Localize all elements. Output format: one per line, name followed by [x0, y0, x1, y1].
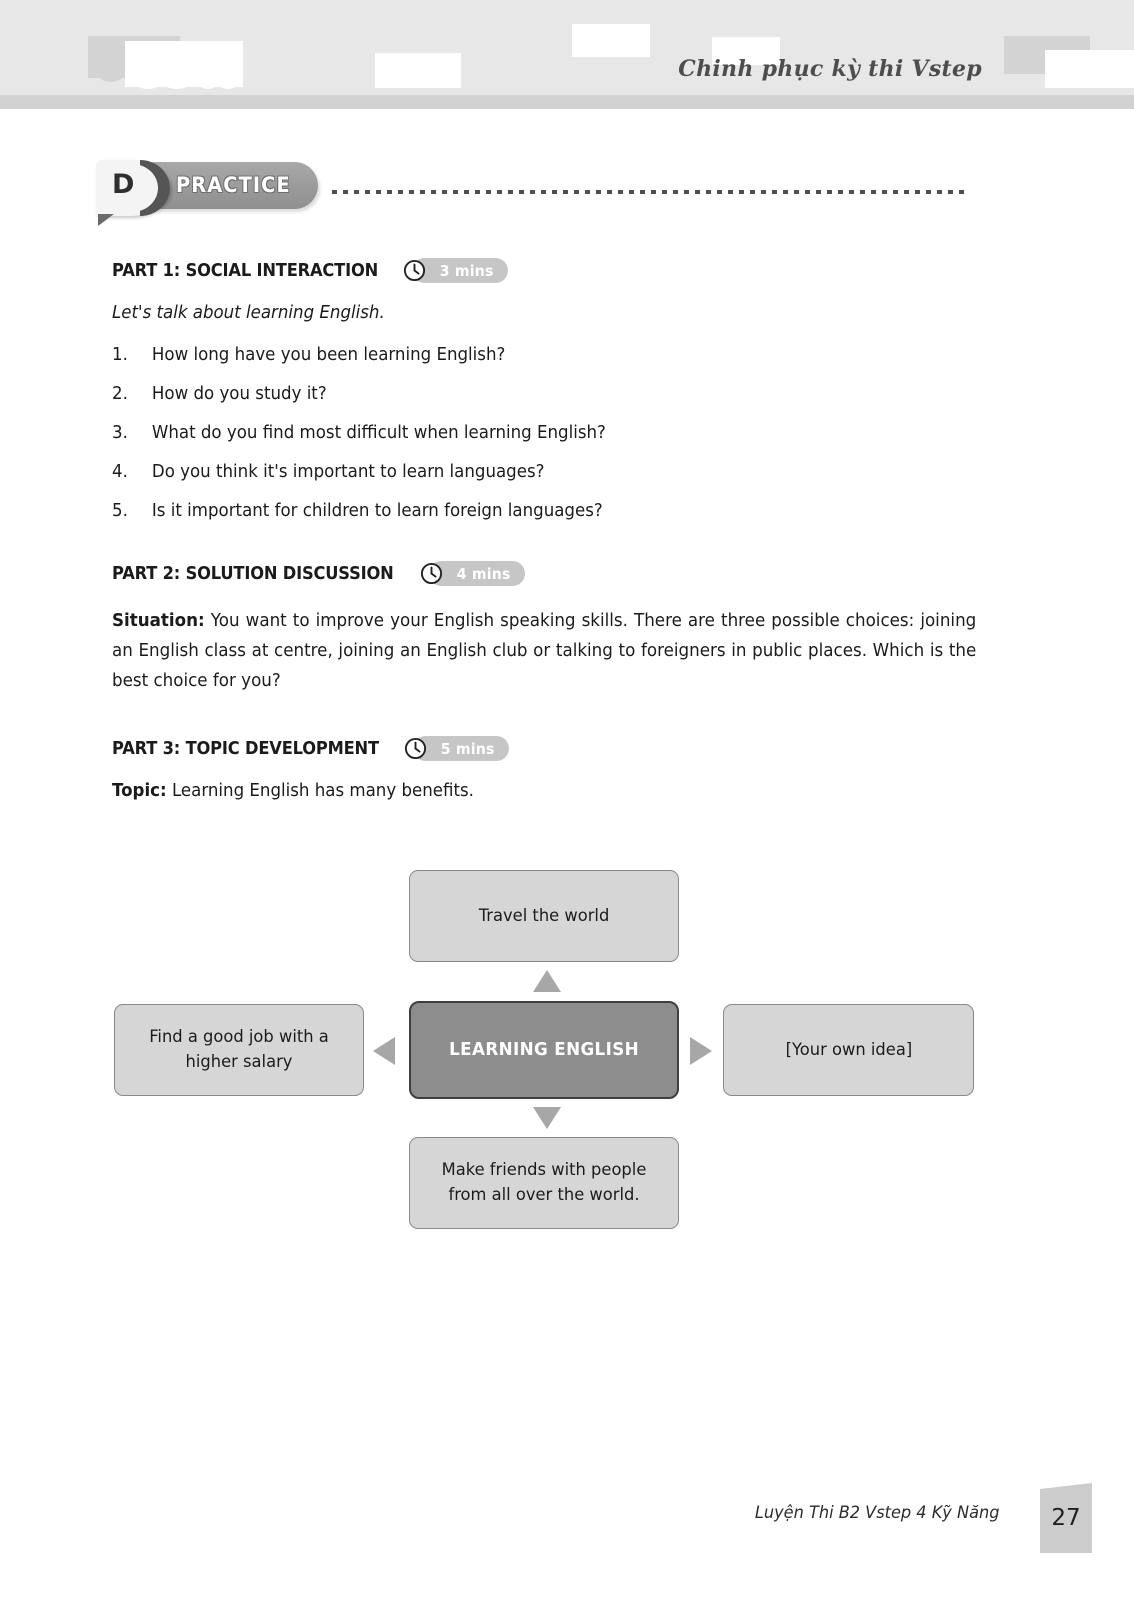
diagram-node-left-label: Find a good job with a higher salary — [149, 1027, 329, 1072]
diagram-node-top-label: Travel the world — [478, 905, 610, 926]
part1-instruction: Let's talk about learning English. — [112, 303, 385, 323]
practice-badge-label: PRACTICE — [176, 173, 291, 197]
diagram-node-center: LEARNING ENGLISH — [409, 1001, 679, 1099]
cloud-left — [125, 41, 243, 89]
diagram-node-right-label: [Your own idea] — [785, 1039, 912, 1060]
cloud-center — [572, 24, 650, 57]
question-item: 4. Do you think it's important to learn l… — [112, 462, 931, 482]
question-number: 4. — [112, 462, 128, 482]
clock-icon — [403, 259, 426, 282]
part2-time-label: 4 mins — [456, 564, 511, 583]
part1-time-label: 3 mins — [439, 261, 494, 280]
question-item: 5. Is it important for children to learn … — [112, 501, 931, 521]
diagram-node-center-label: LEARNING ENGLISH — [449, 1038, 639, 1060]
clock-icon — [404, 737, 427, 760]
practice-badge[interactable]: PRACTICE D — [96, 160, 324, 226]
page-number-tab — [1040, 1483, 1092, 1553]
arrow-down-icon — [533, 1107, 561, 1129]
page-number: 27 — [1051, 1505, 1081, 1531]
practice-badge-ribbon: D — [96, 160, 170, 216]
arrow-left-icon — [373, 1037, 395, 1065]
practice-badge-letter: D — [112, 169, 135, 200]
question-text: How long have you been learning English? — [151, 345, 506, 365]
part3-time-chip: 5 mins — [404, 736, 510, 762]
cloud-right-center — [712, 37, 780, 65]
diagram-node-right: [Your own idea] — [723, 1004, 974, 1096]
part1-heading: PART 1: SOCIAL INTERACTION 3 mins — [112, 258, 974, 283]
diagram-node-top: Travel the world — [409, 870, 679, 962]
topic-text: Learning English has many benefits. — [166, 781, 474, 802]
part1-time-chip: 3 mins — [404, 258, 509, 283]
header-divider-rule — [0, 95, 1134, 109]
topic-label: Topic: — [112, 781, 167, 802]
diagram-node-bottom: Make friends with people from all over t… — [409, 1137, 679, 1229]
situation-label: Situation: — [112, 611, 205, 631]
question-number: 3. — [112, 423, 128, 443]
header-title: Chinh phục kỳ thi Vstep — [678, 56, 982, 82]
cloud-far-right — [1045, 50, 1134, 88]
part3-time-label: 5 mins — [440, 739, 495, 758]
question-item: 1. How long have you been learning Englis… — [112, 345, 931, 365]
clock-icon — [420, 562, 443, 585]
part2-heading: PART 2: SOLUTION DISCUSSION 4 mins — [112, 561, 974, 586]
part2-title: PART 2: SOLUTION DISCUSSION — [112, 563, 394, 584]
part2-time-chip: 4 mins — [420, 561, 526, 586]
page-content: PART 1: SOCIAL INTERACTION 3 mins Let's … — [112, 258, 976, 801]
header-banner: Chinh phục kỳ thi Vstep — [0, 0, 1134, 95]
situation-text: You want to improve your English speakin… — [112, 611, 977, 692]
page-footer: Luyện Thi B2 Vstep 4 Kỹ Năng 27 — [0, 1477, 1134, 1553]
dotted-divider — [332, 190, 964, 194]
question-text: Do you think it's important to learn lan… — [151, 462, 545, 482]
arrow-up-icon — [533, 970, 561, 992]
cloud-mid-left — [375, 53, 461, 88]
part2-situation: Situation: You want to improve your Engl… — [112, 606, 976, 696]
question-number: 5. — [112, 501, 128, 521]
question-number: 1. — [112, 345, 128, 365]
question-item: 3. What do you find most difficult when l… — [112, 423, 931, 443]
part1-question-list: 1. How long have you been learning Englis… — [112, 345, 974, 521]
question-item: 2. How do you study it? — [112, 384, 931, 404]
diagram-node-bottom-label: Make friends with people from all over t… — [441, 1160, 647, 1205]
question-number: 2. — [112, 384, 128, 404]
part1-title: PART 1: SOCIAL INTERACTION — [112, 260, 379, 281]
diagram-node-left: Find a good job with a higher salary — [114, 1004, 364, 1096]
arrow-right-icon — [690, 1037, 712, 1065]
question-text: How do you study it? — [151, 384, 327, 404]
part3-title: PART 3: TOPIC DEVELOPMENT — [112, 738, 379, 759]
practice-section-header: PRACTICE D — [96, 160, 996, 226]
question-text: What do you find most difficult when lea… — [151, 423, 606, 443]
question-text: Is it important for children to learn fo… — [151, 501, 603, 521]
footer-book-title: Luyện Thi B2 Vstep 4 Kỹ Năng — [754, 1503, 999, 1523]
ribbon-tail — [98, 214, 114, 226]
topic-mind-map: Travel the world Find a good job with a … — [112, 862, 974, 1242]
part3-heading: PART 3: TOPIC DEVELOPMENT 5 mins — [112, 736, 974, 762]
part3-topic: Topic: Learning English has many benefit… — [112, 781, 931, 801]
